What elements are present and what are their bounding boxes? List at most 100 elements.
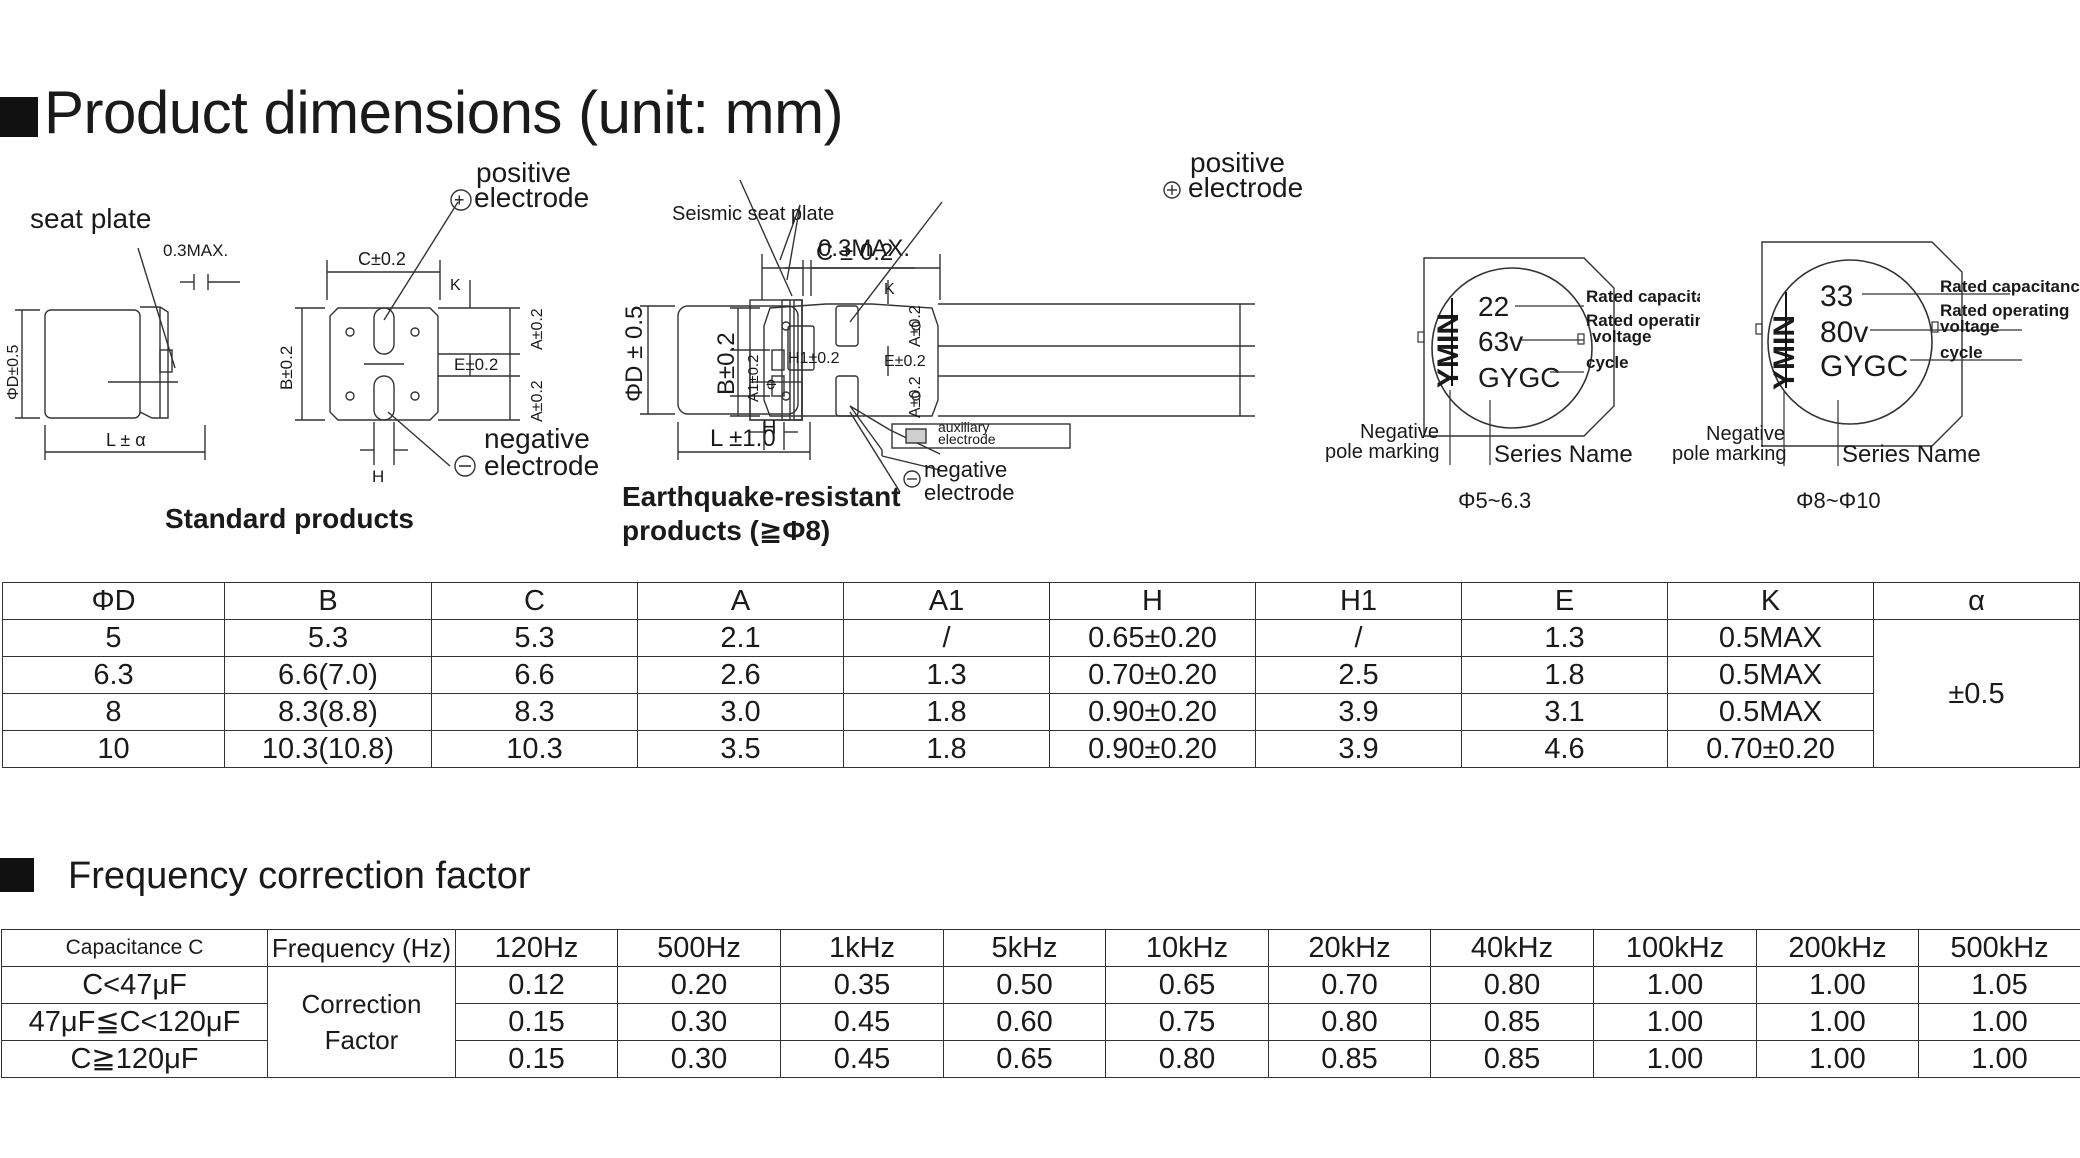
eq-k-label: K xyxy=(884,281,895,298)
eq-a-top-label: A±0.2 xyxy=(907,305,924,347)
freq-header: Frequency (Hz) xyxy=(267,929,456,967)
eq-b-label: B±0.2 xyxy=(713,332,740,395)
aux-electrode-label: electrode xyxy=(938,431,996,447)
table-cell: 0.15 xyxy=(455,1003,618,1041)
marking-series-value: GYGC xyxy=(1478,362,1560,393)
dim-header-cell: H xyxy=(1049,582,1256,620)
dim-header-cell: H1 xyxy=(1255,582,1462,620)
marking-large-caption: Φ8~Φ10 xyxy=(1796,488,1881,513)
negative-label: negative xyxy=(484,423,590,454)
dim-header-cell: ΦD xyxy=(2,582,225,620)
table-cell: 0.85 xyxy=(1430,1003,1594,1041)
e-label: E±0.2 xyxy=(454,355,498,374)
table-cell: 1.8 xyxy=(843,693,1050,731)
eq-caption-line2: products (≧Φ8) xyxy=(622,515,830,546)
freq-header-row: Capacitance C Frequency (Hz) 120Hz 500Hz… xyxy=(1,929,2080,967)
eq-a-bottom-label: A±0.2 xyxy=(907,376,924,418)
dim-header-cell: α xyxy=(1873,582,2080,620)
section2-title-text: Frequency correction factor xyxy=(68,855,531,897)
table-row: 10 10.3(10.8) 10.3 3.5 1.8 0.90±0.20 3.9… xyxy=(2,730,2080,768)
table-cell: 1.00 xyxy=(1756,1040,1919,1078)
table-cell: 1.3 xyxy=(1461,619,1668,657)
marking-volt-value: 63v xyxy=(1478,326,1523,357)
cap-cell: C≧120μF xyxy=(1,1040,268,1078)
a-top-label: A±0.2 xyxy=(529,308,546,350)
table-row: C≧120μF 0.15 0.30 0.45 0.65 0.80 0.85 0.… xyxy=(1,1040,2080,1078)
table-cell: 1.00 xyxy=(1593,1040,1757,1078)
table-cell: 2.6 xyxy=(637,656,844,694)
alpha-cell: ±0.5 xyxy=(1873,619,2080,768)
freq-cell: 500Hz xyxy=(617,929,781,967)
freq-cell: 500kHz xyxy=(1918,929,2080,967)
table-row: 5 5.3 5.3 2.1 / 0.65±0.20 / 1.3 0.5MAX ±… xyxy=(2,619,2080,768)
table-cell: / xyxy=(1255,619,1462,657)
square-bullet-icon xyxy=(0,858,34,892)
table-cell: 8.3(8.8) xyxy=(224,693,432,731)
eq-phi-d-label: ΦD ± 0.5 xyxy=(621,306,648,402)
large-rated-volt-label2: voltage xyxy=(1940,317,2000,336)
max-label: 0.3MAX. xyxy=(163,241,228,260)
table-cell: 0.70±0.20 xyxy=(1667,730,1874,768)
cap-cell: 47μF≦C<120μF xyxy=(1,1003,268,1041)
table-cell: 1.8 xyxy=(843,730,1050,768)
marking-large-volt: 80v xyxy=(1820,316,1868,349)
freq-cell: 200kHz xyxy=(1756,929,1919,967)
k-label: K xyxy=(450,277,461,294)
table-cell: 1.8 xyxy=(1461,656,1668,694)
table-cell: 0.65 xyxy=(1105,966,1269,1004)
freq-cell: 120Hz xyxy=(455,929,618,967)
eq-caption-line1: Earthquake-resistant xyxy=(622,481,901,512)
eq-minus-icon xyxy=(903,470,921,488)
table-cell: 0.30 xyxy=(617,1040,781,1078)
table-cell: 0.50 xyxy=(943,966,1106,1004)
h-label: H xyxy=(372,467,384,486)
table-cell: 0.90±0.20 xyxy=(1049,730,1256,768)
table-cell: 1.00 xyxy=(1756,1003,1919,1041)
table-cell: 3.9 xyxy=(1255,693,1462,731)
dim-header-cell: B xyxy=(224,582,432,620)
table-cell: 3.1 xyxy=(1461,693,1668,731)
positive-electrode-label: electrode xyxy=(474,182,589,213)
eq-positive-electrode-label: electrode xyxy=(1188,172,1303,203)
table-cell: 0.30 xyxy=(617,1003,781,1041)
correction-factor-label: Correction Factor xyxy=(267,966,456,1078)
marking-large-cap: 33 xyxy=(1820,280,1853,313)
table-cell: 0.80 xyxy=(1268,1003,1431,1041)
table-row: 6.3 6.6(7.0) 6.6 2.6 1.3 0.70±0.20 2.5 1… xyxy=(2,656,2080,694)
table-cell: 0.65±0.20 xyxy=(1049,619,1256,657)
dim-header-cell: A1 xyxy=(843,582,1050,620)
freq-cell: 10kHz xyxy=(1105,929,1269,967)
logo-text-large: YMIN xyxy=(1768,315,1801,390)
negative-pole-label: Negative xyxy=(1360,421,1439,443)
freq-cell: 100kHz xyxy=(1593,929,1757,967)
table-cell: 8 xyxy=(2,693,225,731)
table-cell: 1.3 xyxy=(843,656,1050,694)
positive-label: positive xyxy=(476,157,571,188)
a-bottom-label: A±0.2 xyxy=(529,380,546,422)
dim-header-cell: E xyxy=(1461,582,1668,620)
table-cell: 0.15 xyxy=(455,1040,618,1078)
freq-cell: 1kHz xyxy=(780,929,944,967)
table-cell: 0.12 xyxy=(455,966,618,1004)
table-cell: 5.3 xyxy=(431,619,638,657)
dim-header-cell: C xyxy=(431,582,638,620)
section-title-text: Product dimensions (unit: mm) xyxy=(44,79,844,146)
frequency-table: Capacitance C Frequency (Hz) 120Hz 500Hz… xyxy=(1,929,2080,1078)
eq-positive-label: positive xyxy=(1190,150,1285,178)
eq-negative-electrode-label: electrode xyxy=(924,480,1015,505)
rated-volt-label: Rated operating xyxy=(1586,311,1700,330)
table-cell: 8.3 xyxy=(431,693,638,731)
cycle-label: cycle xyxy=(1586,353,1629,372)
table-cell: 0.85 xyxy=(1268,1040,1431,1078)
seat-plate-label: seat plate xyxy=(30,203,151,234)
dim-header-cell: A xyxy=(637,582,844,620)
table-row: 47μF≦C<120μF 0.15 0.30 0.45 0.60 0.75 0.… xyxy=(1,1003,2080,1041)
minus-icon xyxy=(454,455,476,477)
c-label: C±0.2 xyxy=(358,249,406,269)
eq-h-label: H xyxy=(762,417,776,439)
large-pole-marking-label: pole marking xyxy=(1672,443,1787,465)
section-title-frequency: Frequency correction factor xyxy=(0,855,531,898)
table-cell: 0.20 xyxy=(617,966,781,1004)
table-cell: 6.6(7.0) xyxy=(224,656,432,694)
freq-cell: 5kHz xyxy=(943,929,1106,967)
